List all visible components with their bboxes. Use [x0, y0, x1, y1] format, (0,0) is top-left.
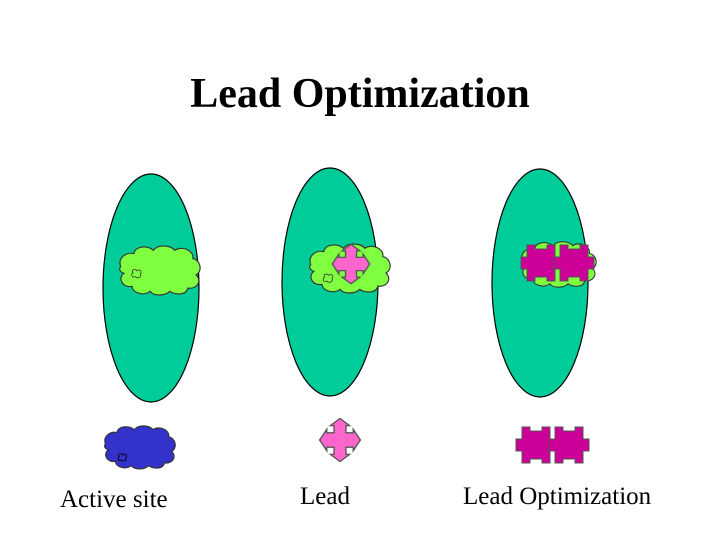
lead-optimization-label: Lead Optimization [463, 483, 652, 510]
slide-title: Lead Optimization [190, 71, 530, 117]
active-site-symbol [104, 425, 176, 470]
active-site-panel [102, 173, 201, 403]
lead-optimization-panel [491, 168, 597, 398]
active-site-label: Active site [60, 486, 168, 513]
lead-panel [281, 167, 391, 397]
optimized-lead-symbol-right [548, 426, 590, 464]
bound-optimized-lead-right [553, 244, 595, 282]
active-site-pocket [119, 245, 201, 296]
lead-symbol [318, 417, 362, 463]
lead-label: Lead [300, 483, 350, 510]
